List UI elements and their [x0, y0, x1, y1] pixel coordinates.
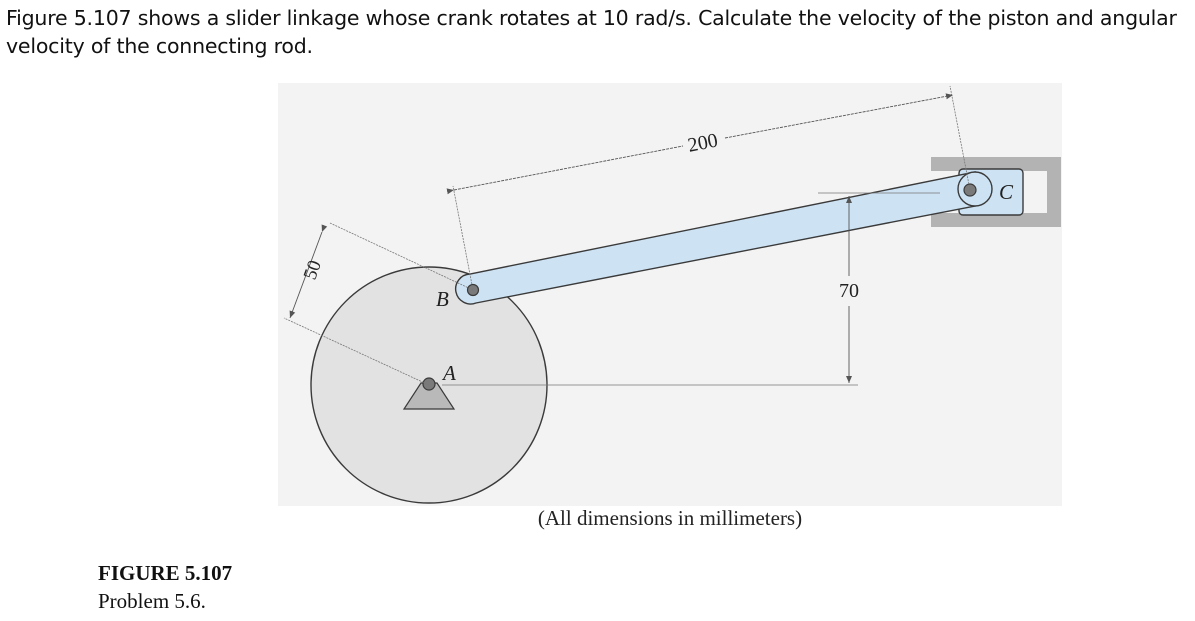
- dimension-units-note: (All dimensions in millimeters): [538, 506, 802, 530]
- dimension-offset-label: 70: [839, 280, 859, 302]
- figure-number: FIGURE 5.107: [98, 561, 233, 585]
- label-point-c: C: [999, 180, 1014, 204]
- label-point-b: B: [436, 287, 449, 311]
- problem-statement-line-1: Figure 5.107 shows a slider linkage whos…: [6, 6, 1177, 30]
- dimension-crank-radius-label: 50: [300, 258, 326, 283]
- problem-statement: Figure 5.107 shows a slider linkage whos…: [6, 4, 1195, 60]
- dimension-offset: 70: [442, 192, 940, 386]
- dimension-rod-length-label: 200: [686, 129, 720, 156]
- figure-caption: FIGURE 5.107 Problem 5.6.: [98, 559, 232, 615]
- connecting-rod: [455, 171, 993, 305]
- label-point-a: A: [441, 361, 456, 385]
- figure-subtitle: Problem 5.6.: [98, 589, 206, 613]
- problem-statement-line-2: velocity of the connecting rod.: [6, 34, 313, 58]
- fixed-pivot-a: [402, 377, 456, 410]
